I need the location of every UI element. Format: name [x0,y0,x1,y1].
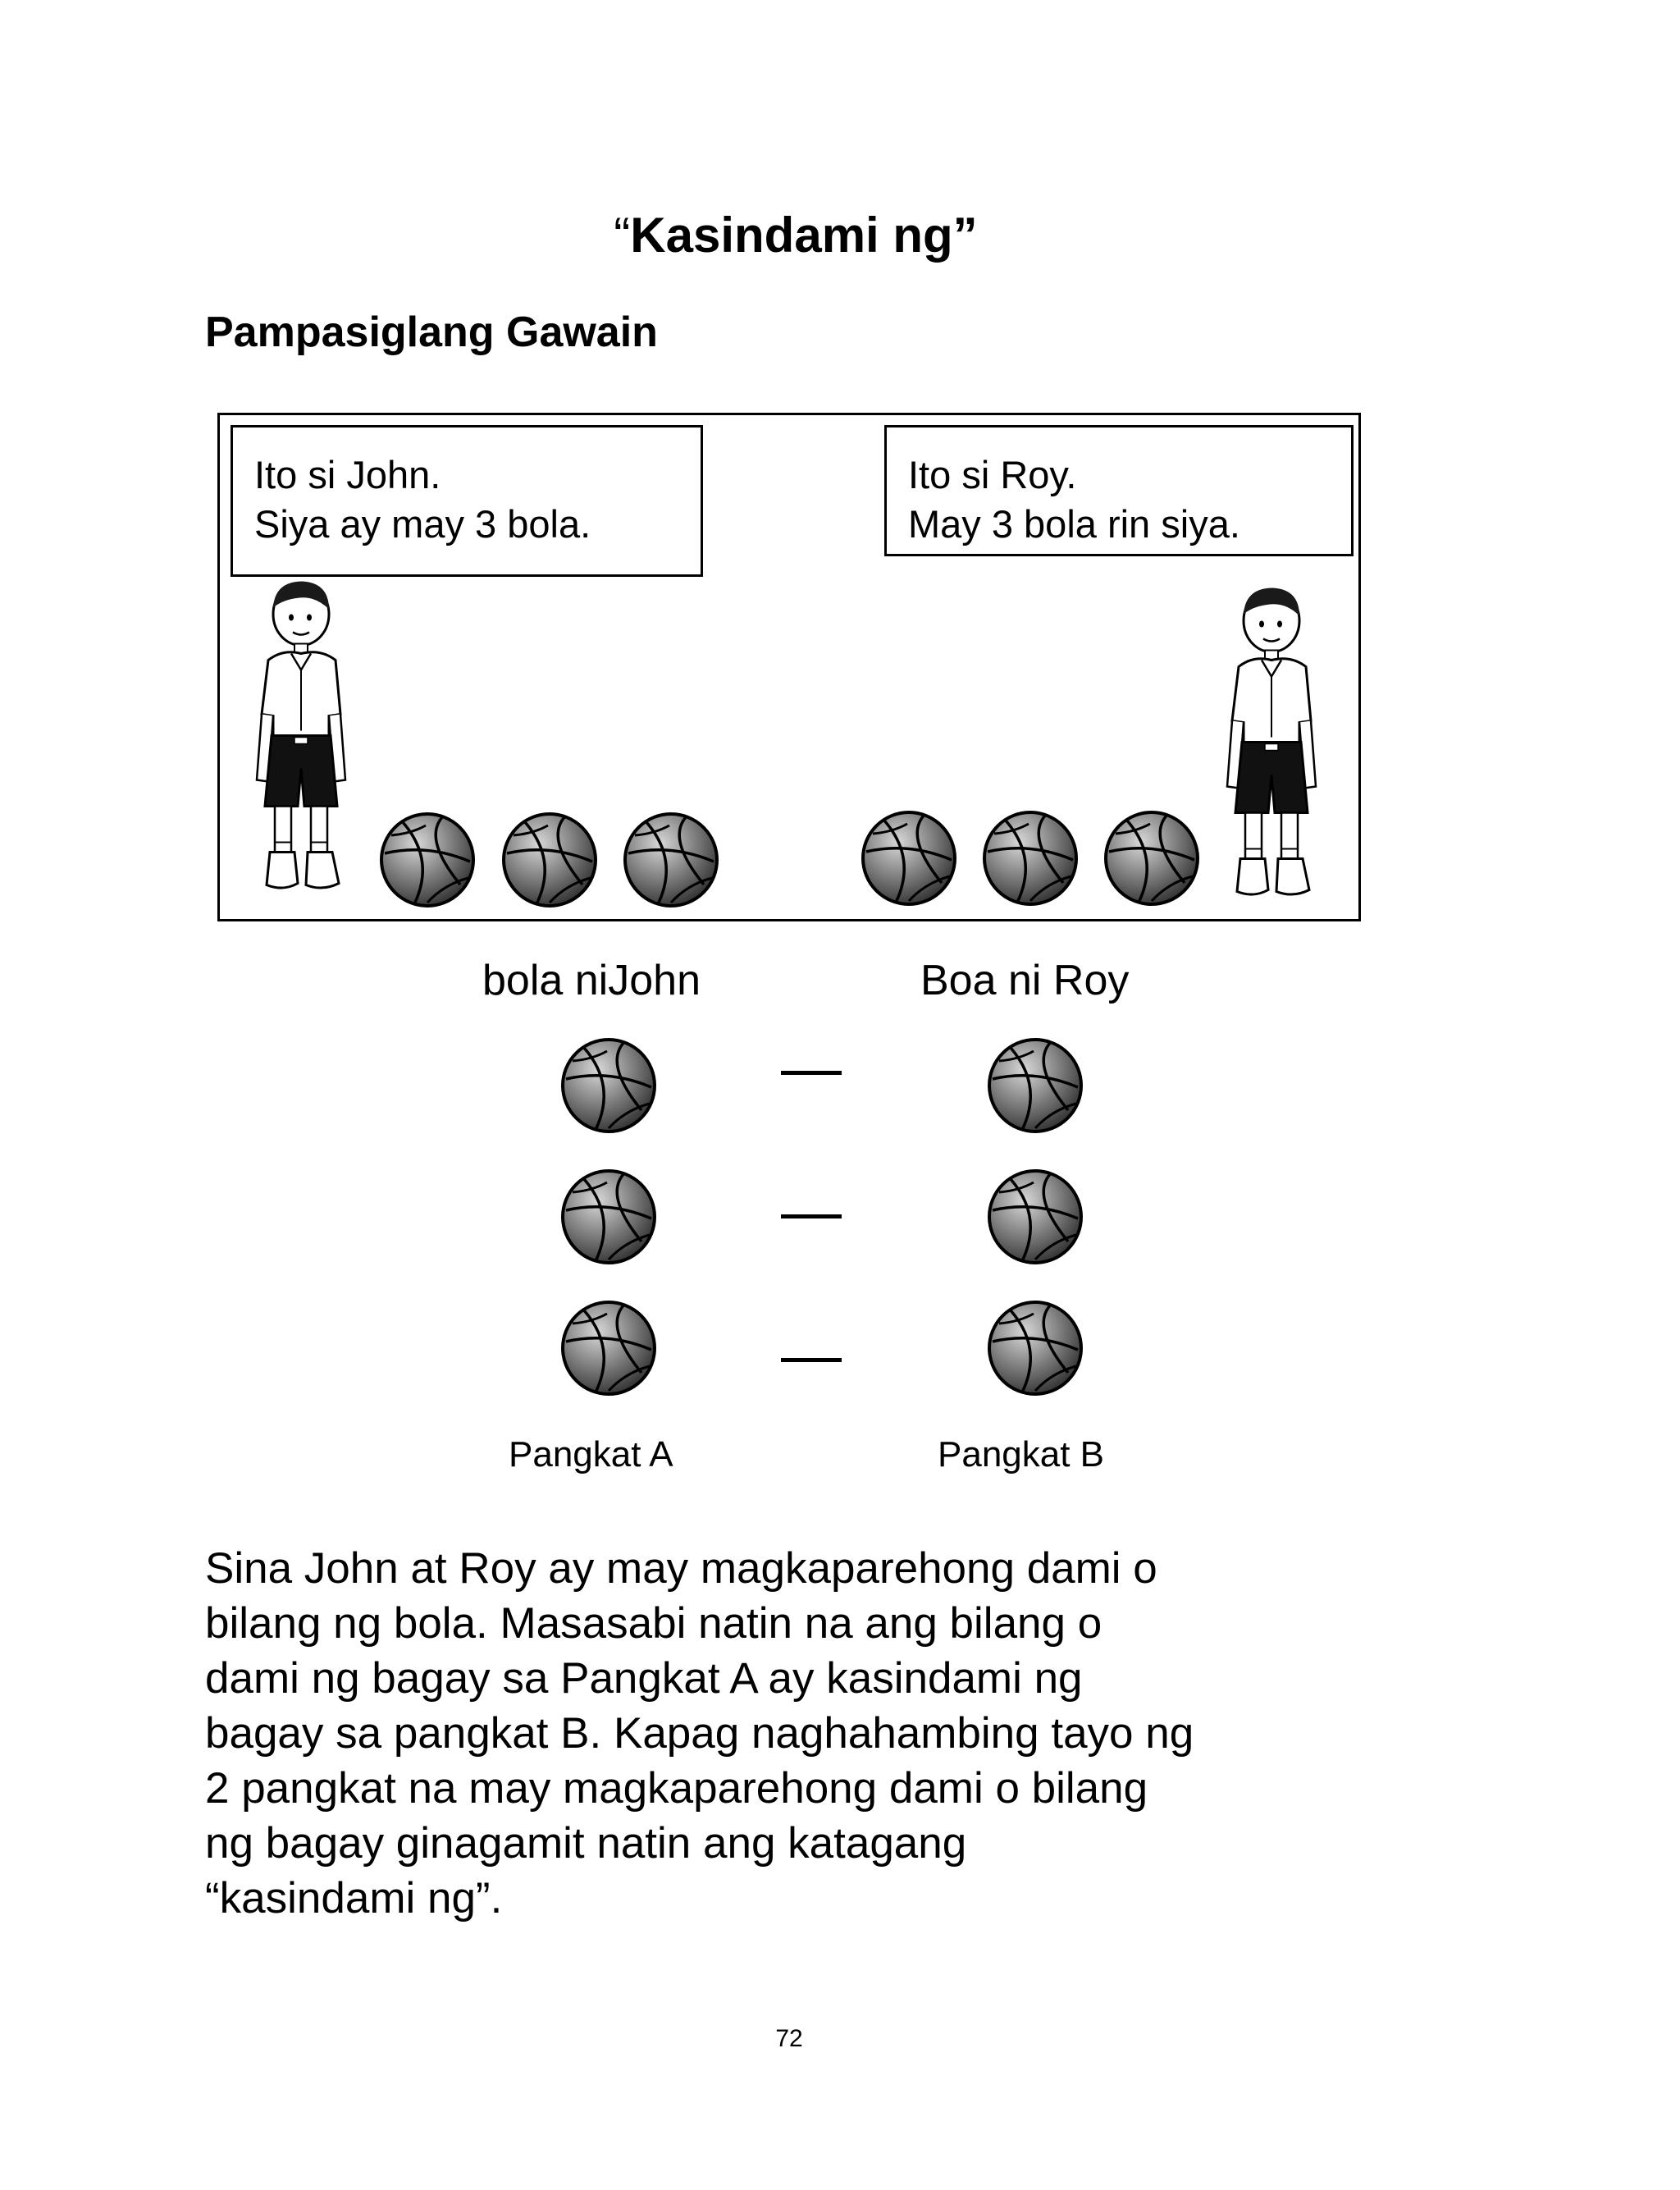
roy-figure [1221,579,1319,903]
group-b-ball-1 [986,1036,1084,1135]
paragraph-line: Sina John at Roy ay may magkaparehong da… [205,1544,1157,1593]
john-speech-box: Ito si John. Siya ay may 3 bola. [231,425,703,577]
john-ball-3 [622,811,720,909]
john-ball-2 [500,811,599,909]
roy-ball-2 [981,809,1080,908]
john-bubble-line-1: Ito si John. [254,453,441,496]
group-b-ball-3 [986,1299,1084,1397]
right-column-header: Boa ni Roy [920,957,1130,1004]
match-line-3 [781,1358,842,1362]
john-bubble-line-2: Siya ay may 3 bola. [254,502,591,546]
page-title: “Kasindami ng” [0,207,1591,263]
explanation-paragraph: Sina John at Roy ay may magkaparehong da… [205,1541,1411,1926]
match-line-2 [781,1214,842,1218]
group-b-ball-2 [986,1168,1084,1266]
group-a-ball-2 [559,1168,658,1266]
left-column-header: bola niJohn [482,957,701,1004]
roy-bubble-line-1: Ito si Roy. [908,453,1077,496]
group-a-ball-3 [559,1299,658,1397]
paragraph-line: “kasindami ng”. [205,1874,503,1923]
scene-illustration: Ito si John. Siya ay may 3 bola. Ito si … [217,413,1361,921]
group-a-ball-1 [559,1036,658,1135]
paragraph-line: 2 pangkat na may magkaparehong dami o bi… [205,1764,1148,1813]
group-b-label: Pangkat B [938,1434,1105,1474]
roy-bubble-line-2: May 3 bola rin siya. [908,502,1240,546]
paragraph-line: ng bagay ginagamit natin ang katagang [205,1819,967,1868]
paragraph-line: dami ng bagay sa Pangkat A ay kasindami … [205,1654,1083,1703]
roy-ball-3 [1102,809,1201,908]
page-number: 72 [775,2025,803,2052]
title-text: Kasindami ng” [630,208,978,263]
match-line-1 [781,1071,842,1075]
john-ball-1 [378,811,477,909]
paragraph-line: bagay sa pangkat B. Kapag naghahambing t… [205,1709,1194,1758]
group-a-label: Pangkat A [509,1434,673,1474]
roy-speech-box: Ito si Roy. May 3 bola rin siya. [884,425,1354,556]
title-open-quote: “ [614,208,631,263]
paragraph-line: bilang ng bola. Masasabi natin na ang bi… [205,1599,1102,1648]
john-figure [250,573,349,897]
section-heading: Pampasiglang Gawain [205,309,658,356]
roy-ball-1 [860,809,958,908]
